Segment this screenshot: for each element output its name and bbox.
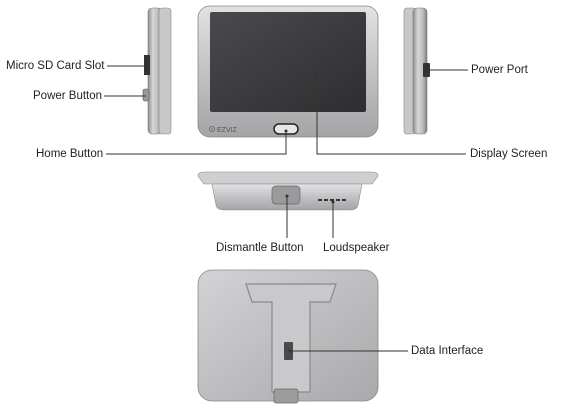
bottom-view <box>197 171 379 211</box>
label-power-port: Power Port <box>471 64 528 76</box>
left-side-view <box>142 7 172 135</box>
loudspeaker-grille <box>318 199 346 201</box>
leader-lines <box>104 65 468 352</box>
label-dismantle-button: Dismantle Button <box>216 242 304 254</box>
back-view <box>197 269 379 404</box>
leader-display-screen <box>316 76 466 155</box>
label-display-screen: Display Screen <box>470 148 548 160</box>
power-port-shape <box>423 63 430 77</box>
logo-text: EZVIZ <box>217 127 238 134</box>
label-data-interface: Data Interface <box>411 345 484 357</box>
power-button-shape <box>142 88 150 102</box>
display-screen <box>210 12 366 112</box>
label-home-button: Home Button <box>36 148 104 160</box>
label-power-button: Power Button <box>33 90 103 102</box>
leader-home-button <box>106 131 287 155</box>
front-view: EZVIZ <box>197 5 379 138</box>
label-micro-sd-card-slot: Micro SD Card Slot <box>6 60 105 72</box>
micro-sd-slot <box>144 55 150 75</box>
ezviz-logo: EZVIZ <box>208 126 238 134</box>
label-loudspeaker: Loudspeaker <box>323 242 390 254</box>
right-side-view <box>403 7 430 135</box>
mounting-plate-outline <box>245 283 337 393</box>
